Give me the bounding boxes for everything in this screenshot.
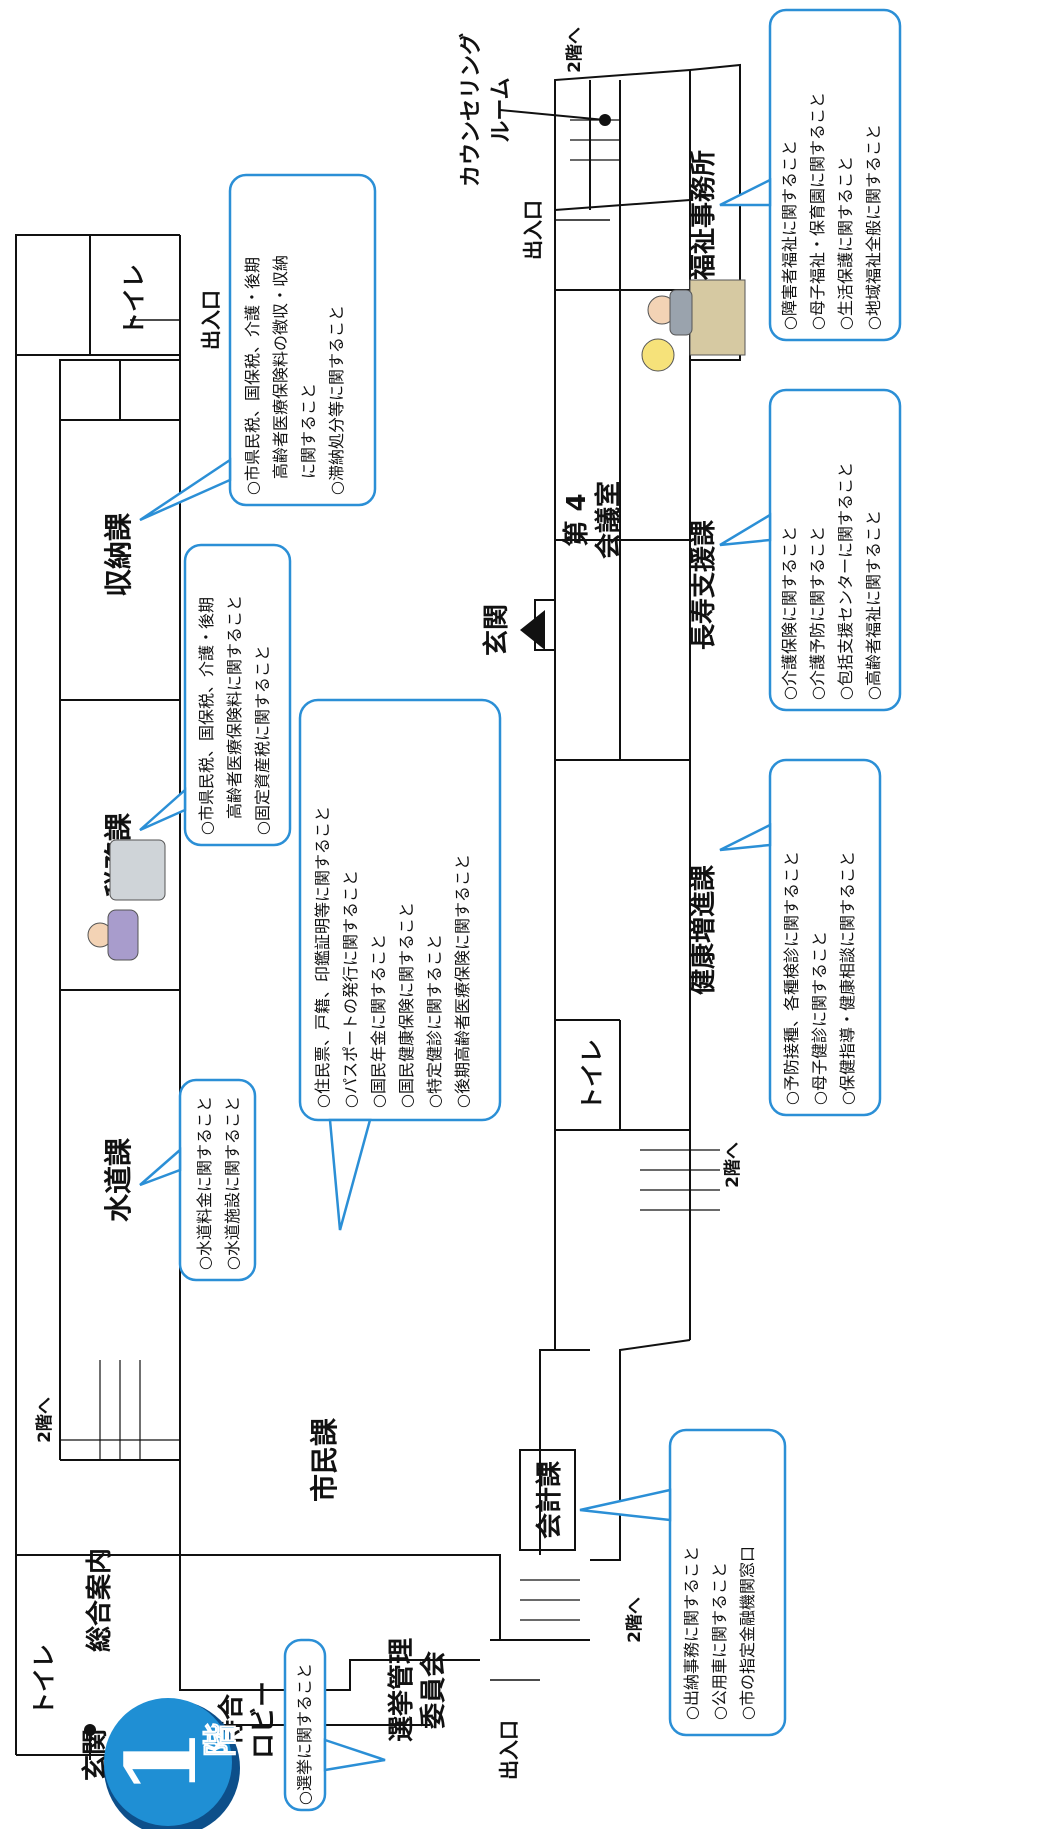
health-line-1: ○母子健診に関すること <box>810 931 829 1105</box>
election-line-0: ○選挙に関すること <box>295 1663 314 1805</box>
welfare-staff-illustration <box>641 279 746 372</box>
water-bubble <box>178 1078 257 1282</box>
toilet-b-label: トイレ <box>120 264 148 336</box>
entrance-center-arrow-icon <box>520 610 545 650</box>
to-2f-b: 2階へ <box>625 1597 645 1643</box>
bubble-texts: ○選挙に関すること ○出納事務に関すること ○公用車に関すること ○市の指定金融… <box>195 92 883 1805</box>
water-label: 水道課 <box>102 1137 135 1222</box>
election-bubble <box>283 1638 327 1812</box>
counseling-label-2: ルーム <box>489 77 514 142</box>
longevity-line-2: ○包括支援センターに関すること <box>836 462 855 700</box>
citizen-line-2: ○国民年金に関すること <box>369 934 388 1108</box>
longevity-bubble <box>768 388 902 712</box>
floor-badge: 1 階 <box>104 1698 242 1829</box>
lobby-label-2: ロビー <box>249 1681 279 1759</box>
welfare-line-0: ○障害者福祉に関すること <box>780 140 799 330</box>
welfare-line-1: ○母子福祉・保育園に関すること <box>808 92 827 330</box>
bubbles <box>139 8 902 1812</box>
exit-a: 出入口 <box>199 290 223 350</box>
citizen-line-0: ○住民票、戸籍、印鑑証明等に関すること <box>313 806 332 1108</box>
citizen-line-5: ○後期高齢者医療保険に関すること <box>453 854 472 1108</box>
floor-walls <box>15 63 741 1756</box>
health-label: 健康増進課 <box>688 864 719 995</box>
floor-number: 1 <box>105 1729 218 1796</box>
toilet-c-label: トイレ <box>578 1039 606 1111</box>
citizen-line-1: ○パスポートの発行に関すること <box>341 870 360 1108</box>
entrance-center-label: 玄関 <box>481 604 512 656</box>
citizen-bubble <box>298 698 502 1122</box>
exit-c: 出入口 <box>521 200 545 260</box>
welfare-bubble <box>768 8 902 342</box>
tax-line-1: 高齢者医療保険料に関すること <box>225 595 244 835</box>
accounting-label: 会計課 <box>534 1460 565 1539</box>
collection-line-3: ○滞納処分等に関すること <box>327 305 346 495</box>
counseling-label-1: カウンセリング <box>458 33 484 187</box>
tax-clerk-illustration <box>87 839 166 961</box>
collection-bubble <box>228 173 377 507</box>
accounting-line-1: ○公用車に関すること <box>710 1562 729 1720</box>
longevity-line-3: ○高齢者福祉に関すること <box>864 510 883 700</box>
citizen-line-3: ○国民健康保険に関すること <box>397 902 416 1108</box>
exit-b: 出入口 <box>497 1720 521 1780</box>
longevity-line-1: ○介護予防に関すること <box>808 526 827 700</box>
accounting-line-2: ○市の指定金融機関窓口 <box>738 1546 757 1720</box>
collection-line-2: に関すること <box>299 383 318 495</box>
collection-label: 収納課 <box>102 512 135 597</box>
citizen-line-4: ○特定健診に関すること <box>425 934 444 1108</box>
welfare-label: 福祉事務所 <box>689 150 719 281</box>
longevity-label: 長寿支援課 <box>688 519 719 650</box>
welfare-line-2: ○生活保護に関すること <box>836 156 855 330</box>
accounting-bubble <box>668 1428 787 1737</box>
to-2f-a: 2階へ <box>35 1397 55 1443</box>
longevity-line-0: ○介護保険に関すること <box>780 526 799 700</box>
citizen-label: 市民課 <box>308 1417 341 1502</box>
health-line-2: ○保健指導・健康相談に関すること <box>838 851 857 1105</box>
floor-kanji: 階 <box>201 1723 241 1757</box>
election-label-2: 委員会 <box>419 1651 449 1729</box>
water-line-0: ○水道料金に関すること <box>195 1096 214 1270</box>
tax-line-0: ○市県民税、国保税、介護・後期 <box>197 597 216 835</box>
water-line-1: ○水道施設に関すること <box>223 1096 242 1270</box>
to-2f-d: 2階へ <box>565 27 585 73</box>
to-2f-c: 2階へ <box>723 1142 743 1188</box>
collection-line-1: 高齢者医療保険料の徴収・収納 <box>271 255 290 495</box>
welfare-line-3: ○地域福祉全般に関すること <box>864 124 883 330</box>
reception-label: 総合案内 <box>84 1548 115 1652</box>
collection-line-0: ○市県民税、国保税、介護・後期 <box>243 257 262 495</box>
toilet-a-label: トイレ <box>30 1644 58 1716</box>
accounting-line-0: ○出納事務に関すること <box>682 1546 701 1720</box>
health-line-0: ○予防接種、各種検診に関すること <box>782 851 801 1105</box>
election-label-1: 選挙管理 <box>387 1638 417 1742</box>
health-bubble <box>768 758 882 1117</box>
meeting-label-2: 会議室 <box>593 481 624 559</box>
meeting-label-1: 第 4 <box>561 493 592 546</box>
tax-bubble <box>183 543 292 847</box>
tax-line-2: ○固定資産税に関すること <box>253 645 272 835</box>
